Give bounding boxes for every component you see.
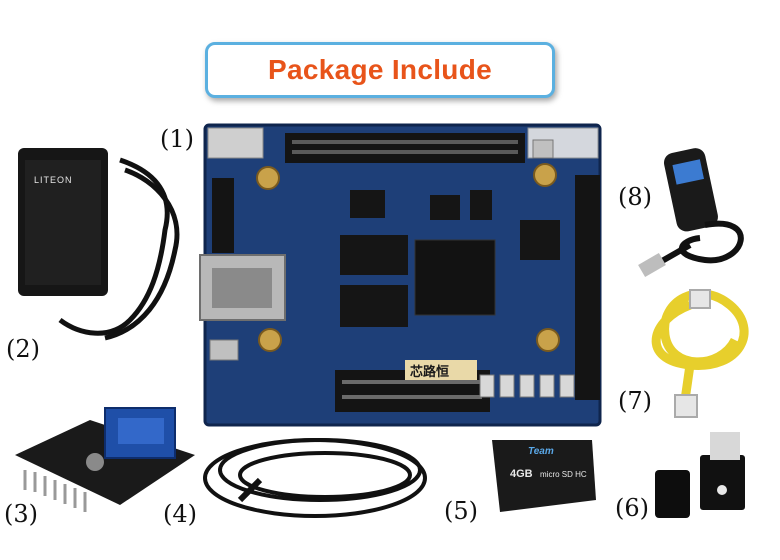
- ethernet-cable: [651, 289, 749, 418]
- board-marking: 芯路恒: [410, 365, 450, 380]
- micro-sd-card: [492, 440, 596, 512]
- label-7: (7): [618, 387, 652, 415]
- label-3: (3): [4, 500, 38, 528]
- sd-card-brand: Team: [528, 446, 554, 457]
- sd-card-capacity: 4GB: [510, 468, 533, 480]
- label-6: (6): [615, 494, 649, 522]
- fpga-board: [199, 123, 602, 427]
- label-1: (1): [160, 125, 194, 153]
- power-adapter: [18, 148, 180, 341]
- vga-module: [15, 407, 195, 512]
- label-8: (8): [618, 183, 652, 211]
- sd-card-type: micro SD HC: [540, 470, 587, 479]
- card-reader: [655, 432, 745, 518]
- label-4: (4): [163, 500, 197, 528]
- adapter-brand-label: LITEON: [34, 175, 73, 185]
- usb-cable: [203, 438, 427, 518]
- usb-extension-cable: [638, 148, 744, 278]
- label-2: (2): [6, 335, 40, 363]
- package-include-banner: Package Include: [205, 42, 555, 98]
- page-title: Package Include: [268, 54, 492, 85]
- label-5: (5): [444, 497, 478, 525]
